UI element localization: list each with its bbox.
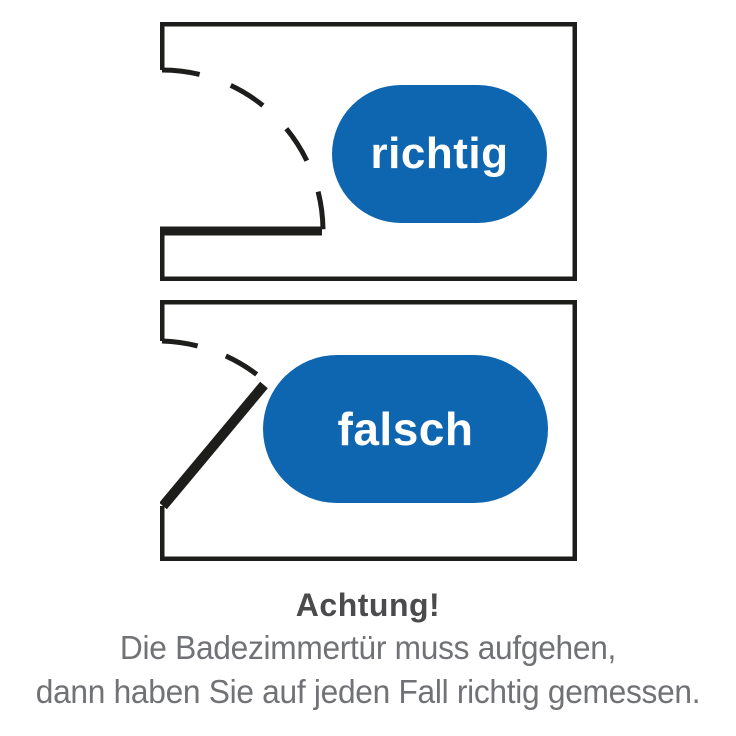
door-swing-arc-icon xyxy=(161,338,268,384)
floor-plan-correct xyxy=(160,22,577,281)
caption-block: Achtung! Die Badezimmertür muss aufgehen… xyxy=(0,584,736,714)
falsch-badge-label: falsch xyxy=(337,403,474,455)
richtig-badge-label: richtig xyxy=(370,129,509,178)
caption-line-1: Die Badezimmertür muss aufgehen, xyxy=(119,629,617,666)
wall-outline-icon xyxy=(160,22,577,281)
caption-line-2: dann haben Sie auf jeden Fall richtig ge… xyxy=(35,673,701,710)
diagram-panel-incorrect: falsch xyxy=(160,300,577,561)
caption-title: Achtung! xyxy=(295,587,441,623)
door-leaf-blocked-icon xyxy=(160,381,268,510)
wall-outline-icon xyxy=(160,300,577,561)
door-swing-arc-icon xyxy=(161,67,326,232)
richtig-badge: richtig xyxy=(332,85,547,223)
falsch-badge: falsch xyxy=(263,355,548,503)
floor-plan-incorrect xyxy=(160,300,577,561)
diagram-panel-correct: richtig xyxy=(160,22,577,281)
